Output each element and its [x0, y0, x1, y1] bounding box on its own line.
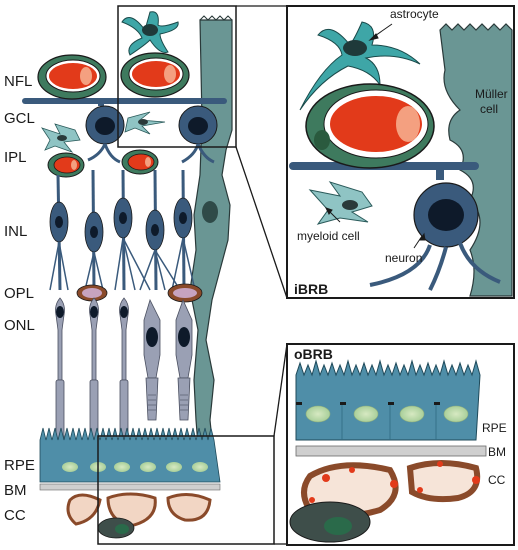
label-bm: BM	[4, 482, 27, 499]
label-inl: INL	[4, 223, 27, 240]
astrocyte-main	[121, 11, 179, 56]
inset-obrb: oBRB	[286, 343, 515, 546]
muller-cell	[189, 19, 233, 472]
rpe-main	[39, 427, 221, 491]
muller-cell-inset	[439, 23, 513, 297]
opl-vessel-right	[167, 283, 203, 303]
label-neuron: neuron	[385, 251, 422, 265]
inset-arrows	[325, 23, 426, 249]
ipl-vessel-left	[47, 152, 85, 178]
layer-labels: NFL GCL IPL INL OPL ONL RPE BM CC	[4, 73, 35, 524]
label-muller-1: Müller	[475, 87, 508, 101]
inl-bipolar-cells	[49, 169, 193, 291]
nfl-vessel-right	[120, 52, 190, 98]
nfl-vessel-left	[37, 54, 107, 100]
connector-lines	[235, 5, 288, 545]
label-onl: ONL	[4, 317, 35, 334]
gcl-neuron-right	[178, 105, 218, 164]
label-opl: OPL	[4, 285, 34, 302]
label-gcl: GCL	[4, 110, 35, 127]
inset-title-ibrb: iBRB	[294, 281, 328, 297]
label-cc: CC	[4, 507, 26, 524]
gcl-neuron-left	[85, 100, 125, 164]
inset-title-obrb: oBRB	[294, 346, 333, 362]
label-muller-2: cell	[480, 102, 498, 116]
vessel-inset	[305, 83, 435, 169]
label-nfl: NFL	[4, 73, 32, 90]
myeloid-cell-ipl	[41, 123, 81, 153]
label-inset-rpe: RPE	[482, 421, 507, 435]
cc-main	[66, 492, 212, 539]
label-inset-cc: CC	[488, 473, 506, 487]
cc-inset	[289, 460, 481, 543]
ipl-vessel-center	[121, 149, 159, 175]
zoom-box-inner	[117, 5, 237, 148]
opl-vessel-left	[76, 284, 108, 302]
myeloid-cell-main	[124, 111, 166, 135]
label-astrocyte: astrocyte	[390, 7, 439, 21]
neuron-inset	[369, 170, 501, 291]
label-rpe: RPE	[4, 457, 35, 474]
myeloid-cell-inset	[308, 181, 373, 225]
label-ipl: IPL	[4, 149, 27, 166]
zoom-box-outer	[97, 435, 275, 545]
nfl-axon-bar	[22, 98, 227, 104]
label-myeloid: myeloid cell	[297, 229, 360, 243]
main-retina-illustration	[22, 11, 233, 539]
label-inset-bm: BM	[488, 445, 506, 459]
inset-ibrb: astrocyte Müller cell myeloid cell neuro…	[286, 5, 515, 299]
rpe-inset	[295, 359, 487, 457]
photoreceptors	[55, 297, 193, 451]
